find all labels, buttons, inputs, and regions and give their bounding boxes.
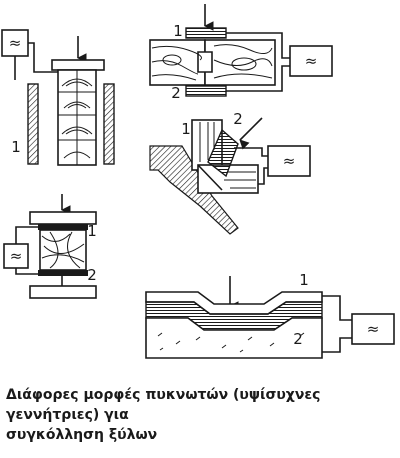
wood-grain xyxy=(58,70,96,165)
bottom-electrode xyxy=(38,270,88,276)
diagram-1-side-electrodes: ≈ 1 xyxy=(1,29,115,166)
generator-box xyxy=(289,45,333,77)
diagram-5-moulded-press: ≈ 1 2 xyxy=(145,271,395,359)
angled-electrode xyxy=(207,128,239,178)
base-support xyxy=(149,145,239,235)
label-2: 2 xyxy=(87,266,97,284)
label-1: 1 xyxy=(11,138,21,156)
label-2: 2 xyxy=(171,84,181,102)
diagram-3-corner-joint: ≈ 1 2 xyxy=(149,110,311,235)
figure-caption: Διάφορες μορφές πυκνωτών (υψίσυχνες γενν… xyxy=(6,385,394,445)
wood-grain xyxy=(151,44,273,81)
press-plate xyxy=(51,59,105,71)
top-electrode xyxy=(185,27,227,39)
generator-symbol: ≈ xyxy=(367,320,380,338)
generator-box xyxy=(351,313,395,345)
wire xyxy=(322,295,352,321)
right-electrode xyxy=(103,83,115,165)
label-2: 2 xyxy=(293,330,303,348)
wood-stack xyxy=(39,229,87,271)
diagram-2-edge-joint: ≈ 1 2 xyxy=(149,4,333,102)
wire xyxy=(322,337,352,353)
wire xyxy=(234,147,268,157)
pressure-arrow xyxy=(239,117,263,150)
label-1: 1 xyxy=(299,271,309,289)
label-1: 1 xyxy=(173,22,183,40)
wire xyxy=(226,32,290,59)
generator-symbol: ≈ xyxy=(10,247,23,265)
wire xyxy=(15,268,38,275)
caption-line-1: Διάφορες μορφές πυκνωτών (υψίσυχνες γενν… xyxy=(6,387,321,423)
label-1: 1 xyxy=(181,120,191,138)
label-2: 2 xyxy=(233,110,243,128)
diagram-4-press-stack: ≈ 1 2 xyxy=(3,194,97,299)
generator-symbol: ≈ xyxy=(305,52,318,70)
top-press-plate xyxy=(29,211,97,225)
generator-symbol: ≈ xyxy=(9,34,22,52)
lower-mould xyxy=(145,317,323,359)
generator-symbol: ≈ xyxy=(283,152,296,170)
top-electrode xyxy=(38,224,88,230)
mitre-line xyxy=(197,164,223,191)
wire xyxy=(226,65,290,92)
bottom-electrode xyxy=(185,85,227,97)
bottom-press-plate xyxy=(29,285,97,299)
wood-grain xyxy=(199,122,256,189)
wire xyxy=(15,226,38,244)
wood-grain xyxy=(41,231,85,269)
label-1: 1 xyxy=(87,222,97,240)
caption-line-2: συγκόλληση ξύλων xyxy=(6,427,158,443)
diagram-canvas: ≈ 1 ≈ 1 2 xyxy=(1,4,395,359)
wire xyxy=(258,167,268,185)
left-electrode xyxy=(27,83,39,165)
mould-texture xyxy=(157,332,305,353)
generator-box xyxy=(267,145,311,177)
